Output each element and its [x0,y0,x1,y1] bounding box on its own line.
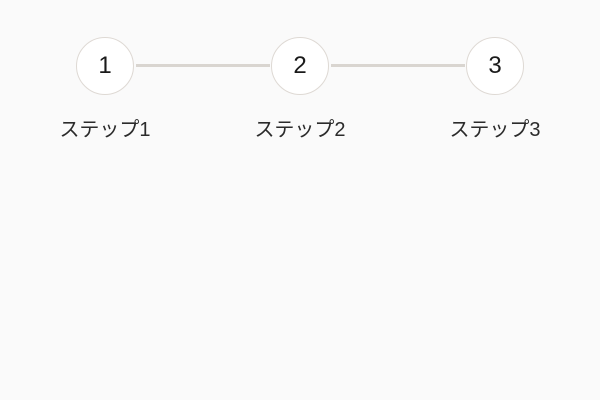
stepper-track: 1 2 3 [0,0,600,96]
content-area [0,160,600,400]
step-connector-2-3 [331,64,465,67]
step-connector-1-2 [136,64,270,67]
step-label-2: ステップ2 [254,119,346,141]
step-label-3: ステップ3 [449,119,541,141]
step-node-2[interactable]: 2 [271,37,329,95]
step-node-3[interactable]: 3 [466,37,524,95]
step-node-1[interactable]: 1 [76,37,134,95]
step-number-2: 2 [293,52,307,79]
step-number-3: 3 [488,52,502,79]
step-number-1: 1 [98,52,112,79]
step-label-1: ステップ1 [59,119,151,141]
step-indicator: 1 2 3 ステップ1 ステップ2 ステップ3 [0,0,600,160]
